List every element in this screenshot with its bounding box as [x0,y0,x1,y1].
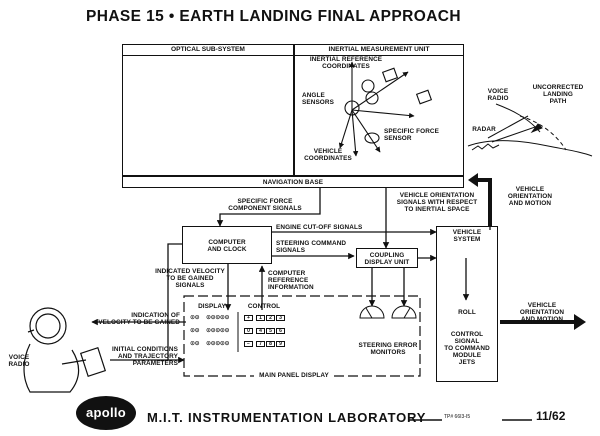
engine-cutoff-label: ENGINE CUT-OFF SIGNALS [276,224,363,231]
astronaut-sketch [23,307,107,393]
uncorrected-landing-path-label: UNCORRECTED LANDING PATH [532,84,584,105]
vehicle-system-box: VEHICLE SYSTEM ROLL CONTROL SIGNAL TO CO… [436,226,498,382]
dsky-indicator-left-row-1: ⊙⊙ [190,315,200,321]
steering-error-monitors-label: STEERING ERROR MONITORS [358,342,418,356]
document-number: TP# 66I3-I5 [444,414,471,420]
dsky-key-6[interactable]: 6 [276,328,285,334]
main-panel-display-label: MAIN PANEL DISPLAY [254,372,334,379]
page-title: PHASE 15 • EARTH LANDING FINAL APPROACH [86,8,461,25]
dsky-indicator-mid-row-1: ⊙⊙⊙⊙⊙ [206,315,230,321]
dsky-key-8[interactable]: 8 [266,341,275,347]
dsky-key-4[interactable]: 4 [256,328,265,334]
dsky-key-2[interactable]: 2 [266,315,275,321]
dsky-key-5[interactable]: 5 [266,328,275,334]
steering-command-label: STEERING COMMAND SIGNALS [276,240,347,254]
dsky-display-label: DISPLAY [198,303,226,310]
specific-force-sensor-label: SPECIFIC FORCE SENSOR [384,128,440,142]
navigation-base-box: NAVIGATION BASE [122,176,464,188]
vehicle-orientation-signals-label: VEHICLE ORIENTATION SIGNALS WITH RESPECT… [396,192,478,213]
coupling-display-unit-box: COUPLING DISPLAY UNIT [356,248,418,268]
computer-reference-label: COMPUTER REFERENCE INFORMATION [268,270,314,291]
control-signal-label: CONTROL SIGNAL TO COMMAND MODULE JETS [444,331,490,366]
dsky-key-0[interactable]: 0 [244,328,253,334]
radar-label: RADAR [472,126,496,133]
computer-clock-label: COMPUTER AND CLOCK [207,239,247,253]
dsky-indicator-mid-row-3: ⊙⊙⊙⊙⊙ [206,341,230,347]
computer-clock-box: COMPUTER AND CLOCK [182,226,272,264]
dsky-control-label: CONTROL [247,303,281,310]
landing-scene [467,103,593,157]
optical-subsystem-label: OPTICAL SUB-SYSTEM [123,46,293,56]
apollo-logo: apollo [76,396,136,430]
dsky-key-7[interactable]: 7 [256,341,265,347]
imu-sketch [338,61,433,157]
navigation-base-label: NAVIGATION BASE [262,179,324,186]
steering-monitor-dials [359,305,417,319]
vehicle-system-label: VEHICLE SYSTEM [452,229,482,243]
dsky-key-minus[interactable]: − [244,341,253,347]
vehicle-coordinates-label: VEHICLE COORDINATES [304,148,352,162]
optical-subsystem-box: OPTICAL SUB-SYSTEM [122,44,294,176]
imu-box: INERTIAL MEASUREMENT UNIT [294,44,464,176]
initial-conditions-label: INITIAL CONDITIONS AND TRAJECTORY PARAME… [112,346,178,367]
indication-velocity-label: INDICATION OF VELOCITY TO BE GAINED [98,312,180,326]
feedback-arrowhead [468,173,478,187]
output-arrowhead [574,314,586,330]
dsky-key-1[interactable]: 1 [256,315,265,321]
inertial-reference-coords-label: INERTIAL REFERENCE COORDINATES [309,56,383,70]
dsky-indicator-left-row-2: ⊙⊙ [190,328,200,334]
scene-voice-radio-label: VOICE RADIO [487,88,509,102]
vehicle-orientation-motion-top-label: VEHICLE ORIENTATION AND MOTION [507,186,553,207]
specific-force-signals-label: SPECIFIC FORCE COMPONENT SIGNALS [228,198,302,212]
roll-label: ROLL [458,309,476,316]
page-number: 11/62 [536,409,566,423]
dsky-key-3[interactable]: 3 [276,315,285,321]
specific-force-line [216,188,321,227]
dsky-indicator-left-row-3: ⊙⊙ [190,341,200,347]
dsky-key-plus[interactable]: + [244,315,253,321]
angle-sensors-label: ANGLE SENSORS [302,92,334,106]
vehicle-orientation-motion-out-label: VEHICLE ORIENTATION AND MOTION [519,302,565,323]
footer-rule [408,419,532,421]
dsky-key-9[interactable]: 9 [276,341,285,347]
indicated-velocity-label: INDICATED VELOCITY TO BE GAINED SIGNALS [155,268,225,289]
coupling-display-unit-label: COUPLING DISPLAY UNIT [364,252,410,266]
dsky-indicator-mid-row-2: ⊙⊙⊙⊙⊙ [206,328,230,334]
astronaut-voice-radio-label: VOICE RADIO [8,354,30,368]
lab-name: M.I.T. INSTRUMENTATION LABORATORY [147,410,427,425]
imu-label: INERTIAL MEASUREMENT UNIT [295,46,463,56]
